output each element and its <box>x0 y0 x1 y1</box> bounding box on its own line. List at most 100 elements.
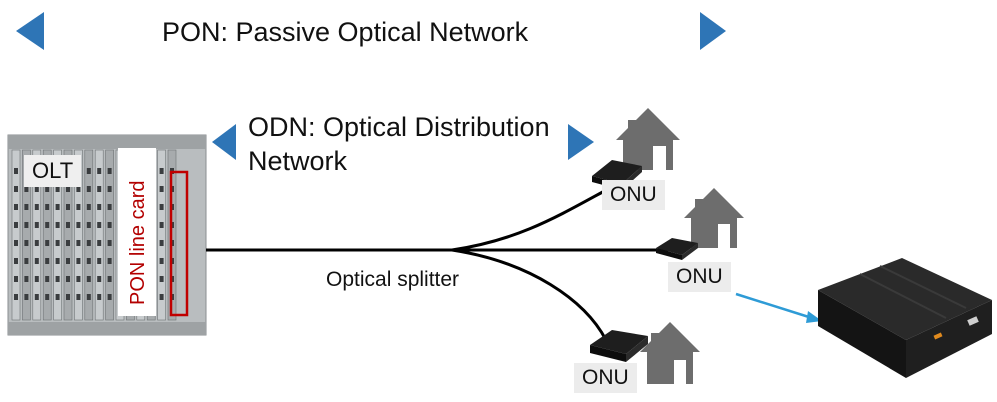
olt-label: OLT <box>24 155 82 187</box>
olt-port <box>76 222 81 228</box>
olt-port <box>76 186 81 192</box>
olt-port <box>45 258 50 264</box>
olt-slot-card <box>105 149 114 321</box>
olt-port <box>97 258 102 264</box>
olt-port <box>24 276 29 282</box>
fiber-branch-3 <box>451 248 608 341</box>
odn-title: ODN: Optical Distribution Network <box>248 112 550 176</box>
olt-slot-card <box>11 149 21 321</box>
pon-line-card-highlight <box>169 170 189 317</box>
house-icon <box>640 322 700 384</box>
pon-line-card-label: PON line card <box>127 180 149 306</box>
olt-port <box>45 222 50 228</box>
olt-port <box>14 240 18 246</box>
olt-port <box>97 240 102 246</box>
olt-port <box>86 168 91 174</box>
olt-port <box>97 186 102 192</box>
olt-port <box>159 222 164 228</box>
onu-label: ONU <box>602 180 665 210</box>
olt-port <box>24 186 29 192</box>
olt-port <box>107 240 112 246</box>
olt-port <box>86 204 91 210</box>
olt-port <box>34 222 39 228</box>
olt-port <box>159 258 164 264</box>
olt-port <box>76 204 81 210</box>
olt-port <box>55 294 60 300</box>
olt-port <box>34 294 39 300</box>
house-icon <box>616 108 680 170</box>
olt-slot-card <box>94 149 104 321</box>
olt-port <box>86 276 91 282</box>
olt-slot-card <box>32 149 42 321</box>
olt-port <box>14 276 18 282</box>
olt-port <box>45 276 50 282</box>
olt-port <box>107 204 112 210</box>
olt-port <box>159 186 164 192</box>
olt-port <box>66 186 70 192</box>
olt-slot-card <box>157 149 166 321</box>
pon-title: PON: Passive Optical Network <box>162 17 529 47</box>
olt-port <box>45 204 50 210</box>
olt-port <box>14 204 18 210</box>
olt-port <box>45 240 50 246</box>
router-device-icon <box>818 258 992 378</box>
olt-port <box>45 186 50 192</box>
olt-slot-card <box>63 149 73 321</box>
pon-arrow-left-icon <box>16 12 44 50</box>
olt-port <box>86 186 91 192</box>
onu-device-icon <box>656 238 698 260</box>
olt-slot-card <box>84 149 94 321</box>
olt-port <box>159 168 164 174</box>
olt-port <box>34 258 39 264</box>
olt-port <box>159 240 164 246</box>
olt-slot-card <box>74 149 83 321</box>
olt-port <box>66 222 70 228</box>
olt-port <box>107 168 112 174</box>
olt-port <box>97 222 102 228</box>
onu-to-router-connector <box>735 292 813 320</box>
olt-port <box>55 258 60 264</box>
olt-port <box>159 294 164 300</box>
olt-port <box>107 276 112 282</box>
olt-port <box>55 222 60 228</box>
pon-arrow-right-icon <box>700 12 726 50</box>
olt-port <box>55 240 60 246</box>
olt-port <box>34 276 39 282</box>
olt-slot-card <box>22 149 31 321</box>
olt-port <box>55 204 60 210</box>
olt-port <box>24 258 29 264</box>
olt-port <box>24 240 29 246</box>
olt-port <box>97 204 102 210</box>
olt-port <box>97 276 102 282</box>
house-icon <box>684 188 744 248</box>
olt-slot-card <box>42 149 52 321</box>
fiber-branch-1 <box>451 186 611 252</box>
olt-port <box>34 186 39 192</box>
olt-slot-card <box>53 149 62 321</box>
olt-port <box>76 240 81 246</box>
olt-port <box>76 276 81 282</box>
olt-port <box>86 258 91 264</box>
olt-port <box>66 204 70 210</box>
onu-label: ONU <box>668 262 731 292</box>
olt-port <box>76 294 81 300</box>
olt-port <box>107 294 112 300</box>
olt-port <box>86 294 91 300</box>
pon-line-card-panel <box>118 148 156 316</box>
olt-port <box>86 222 91 228</box>
olt-port <box>14 186 18 192</box>
olt-port <box>107 258 112 264</box>
olt-port <box>34 204 39 210</box>
olt-port <box>45 294 50 300</box>
olt-port <box>34 240 39 246</box>
olt-port <box>107 222 112 228</box>
onu-device-icon <box>590 330 648 362</box>
olt-port <box>66 240 70 246</box>
olt-port <box>97 294 102 300</box>
olt-port <box>14 168 18 174</box>
olt-port <box>24 222 29 228</box>
olt-port <box>55 186 60 192</box>
odn-arrow-left-icon <box>212 124 236 160</box>
olt-port <box>55 276 60 282</box>
olt-port <box>24 204 29 210</box>
